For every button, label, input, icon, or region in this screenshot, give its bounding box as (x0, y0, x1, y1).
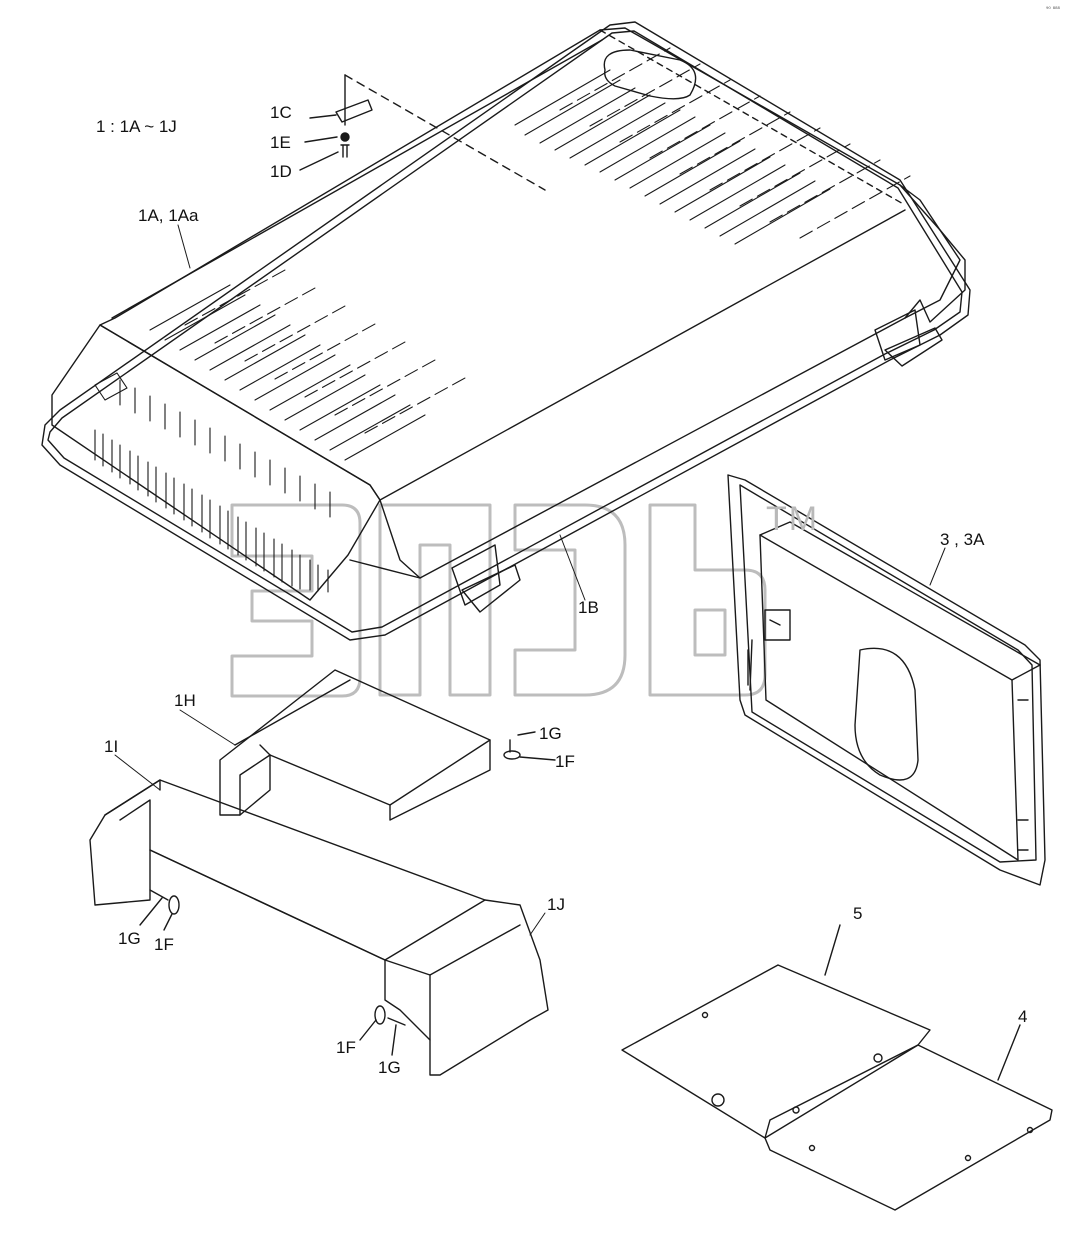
part-label-1f-top: 1F (555, 752, 575, 771)
part-label-5: 5 (853, 904, 863, 923)
part-label-1c: 1C (270, 103, 292, 122)
hinges (451, 309, 943, 613)
part-label-4: 4 (1018, 1007, 1028, 1026)
part-label-1b: 1B (578, 598, 599, 617)
cover-1h (219, 669, 491, 821)
part-label-3: 3 , 3A (940, 530, 985, 549)
part-label-1a: 1A, 1Aa (138, 206, 199, 225)
part-label-1f-bottom: 1F (336, 1038, 356, 1057)
bracket-assembly (299, 74, 373, 171)
front-face-slots (94, 372, 331, 593)
floor-plates (621, 924, 1053, 1211)
part-label-1j: 1J (547, 895, 565, 914)
side-door-panel (727, 474, 1046, 886)
part-label-1e: 1E (270, 133, 291, 152)
part-label-1g-left: 1G (118, 929, 141, 948)
part-label-1g-bottom: 1G (378, 1058, 401, 1077)
corner-mark: ₉₀ ₈₈₈ (1046, 4, 1060, 11)
front-vent-slots (149, 269, 466, 461)
watermark-trademark: TM (766, 500, 820, 538)
cover-1i-1j (89, 779, 549, 1076)
hood-cover (41, 21, 971, 641)
rear-vent-slots (514, 47, 911, 245)
header-note: 1 : 1A ~ 1J (96, 117, 177, 136)
watermark (230, 503, 767, 698)
part-label-1h: 1H (174, 691, 196, 710)
part-label-1d: 1D (270, 162, 292, 181)
leader-lines (114, 224, 946, 936)
part-label-1i: 1I (104, 737, 119, 756)
fasteners (139, 731, 556, 1056)
part-label-1g-top: 1G (539, 724, 562, 743)
part-label-1f-left: 1F (154, 935, 174, 954)
